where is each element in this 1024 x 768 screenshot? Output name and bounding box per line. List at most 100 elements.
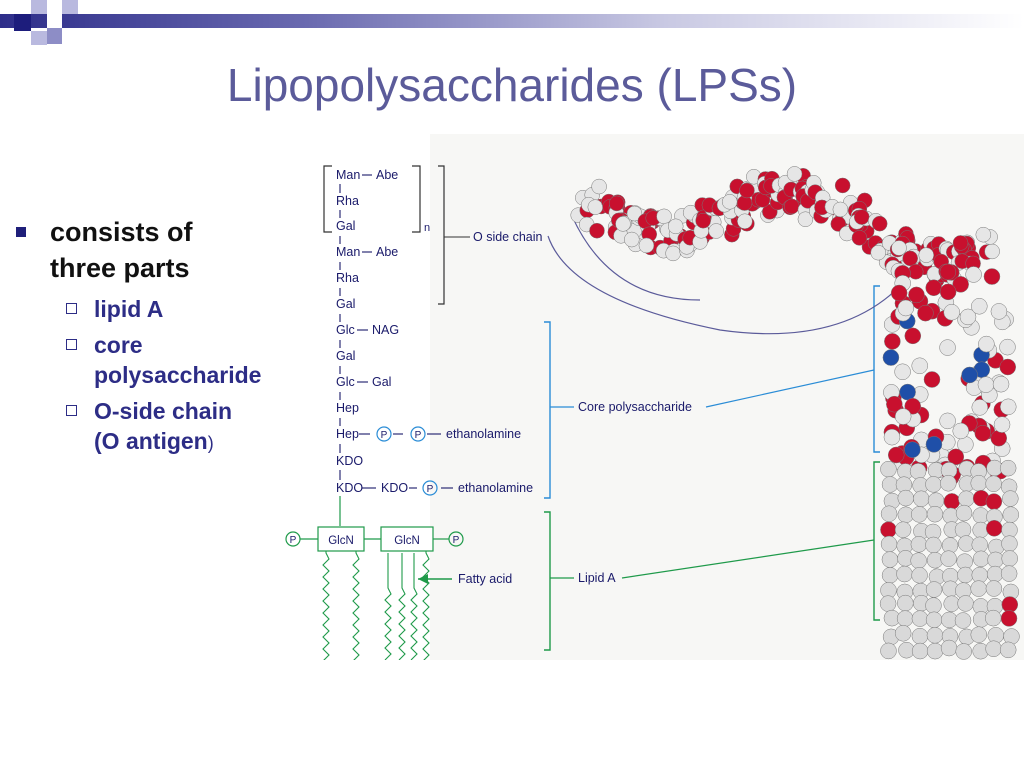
atom <box>940 550 957 567</box>
sugar-label: KDO <box>381 481 408 495</box>
atom <box>834 177 851 194</box>
atom <box>959 308 977 326</box>
atom <box>985 580 1003 597</box>
lps-diagram: Man Abe Rha Gal n Man Abe Rha Gal Glc NA… <box>285 134 1024 662</box>
sub-bullet-text: (O antigen) <box>94 426 314 458</box>
decor-square <box>47 14 62 28</box>
atom <box>911 567 928 584</box>
atom <box>943 595 960 612</box>
atom <box>943 493 961 510</box>
atom <box>638 237 655 254</box>
atom <box>986 565 1004 583</box>
sugar-label: KDO <box>336 481 363 495</box>
atom <box>990 429 1008 447</box>
phosphate-label: P <box>427 484 434 495</box>
fatty-acid-chain <box>384 553 392 661</box>
atom <box>955 643 972 660</box>
atom <box>899 383 916 401</box>
repeat-bracket-left <box>323 165 332 233</box>
atom <box>897 299 915 317</box>
atom <box>957 595 974 612</box>
atom <box>970 626 988 643</box>
hollow-square-bullet-icon <box>66 339 77 350</box>
atom <box>1000 610 1018 627</box>
atom <box>911 610 929 627</box>
atom <box>985 520 1003 537</box>
bullet-text-line: three parts <box>50 253 190 283</box>
sugar-label: Gal <box>336 297 355 311</box>
atom <box>904 327 922 345</box>
atom <box>954 521 972 538</box>
slide-title: Lipopolysaccharides (LPSs) <box>226 59 798 111</box>
atom <box>911 627 929 645</box>
atom <box>883 428 901 446</box>
atom <box>999 358 1016 376</box>
atom <box>880 535 898 553</box>
atom <box>904 397 921 415</box>
atom <box>939 412 956 430</box>
atom <box>894 521 912 538</box>
atom <box>983 268 1001 285</box>
phosphate-icon <box>448 531 464 547</box>
atom <box>786 166 803 182</box>
atom <box>926 627 944 644</box>
decor-square <box>47 28 62 44</box>
phosphate-icon <box>410 426 426 442</box>
sub-bullet: core polysaccharide <box>14 330 314 390</box>
atom <box>925 581 943 598</box>
sub-bullet-text: polysaccharide <box>94 362 262 388</box>
atom <box>708 223 724 239</box>
decor-square <box>14 14 31 31</box>
fatty-acid-chain <box>398 553 406 661</box>
sugar-label: Hep <box>336 427 359 441</box>
atom <box>974 424 992 442</box>
atom <box>882 349 900 366</box>
atom <box>910 552 927 569</box>
atom <box>977 376 995 393</box>
atom <box>985 475 1002 492</box>
atom <box>971 536 989 554</box>
atom <box>851 230 868 246</box>
atom <box>939 263 957 281</box>
hollow-square-bullet-icon <box>66 405 77 416</box>
phosphate-label: P <box>453 535 460 546</box>
closing-paren: ) <box>207 433 214 453</box>
sugar-label: Gal <box>336 219 355 233</box>
hollow-square-bullet-icon <box>66 303 77 314</box>
sugar-label: Man <box>336 245 360 259</box>
atom <box>971 399 989 416</box>
atom <box>1001 596 1019 613</box>
repeat-count-label: n <box>424 222 430 234</box>
sugar-label: Rha <box>336 271 359 285</box>
lps-structure-figure: Man Abe Rha Gal n Man Abe Rha Gal Glc NA… <box>280 134 1024 662</box>
atom <box>591 178 607 195</box>
atom <box>971 298 988 315</box>
atom <box>624 231 640 248</box>
atom <box>954 612 972 629</box>
atom <box>665 245 681 262</box>
atom <box>925 597 942 614</box>
atom <box>908 286 925 304</box>
atom <box>925 279 942 297</box>
glucosamine-box <box>317 526 365 552</box>
atom <box>721 194 738 210</box>
atom <box>925 611 943 629</box>
atom <box>978 335 995 353</box>
phosphate-icon <box>285 531 301 547</box>
sugar-label: Glc <box>336 323 355 337</box>
atom <box>918 247 934 263</box>
atom <box>880 505 898 523</box>
atom <box>999 338 1016 356</box>
atom <box>897 489 915 507</box>
atom <box>911 357 928 375</box>
gradient-stripe <box>0 14 1024 28</box>
sub-bullet-text: O-side chain <box>94 398 233 424</box>
atom <box>904 441 921 458</box>
lipid-a-bracket-right <box>873 461 880 621</box>
atom <box>783 198 800 215</box>
fatty-acid-label: Fatty acid <box>458 572 512 586</box>
sugar-label: NAG <box>372 323 399 337</box>
glucosamine-label: GlcN <box>394 535 420 547</box>
atom <box>943 303 960 321</box>
atom <box>1000 398 1017 416</box>
